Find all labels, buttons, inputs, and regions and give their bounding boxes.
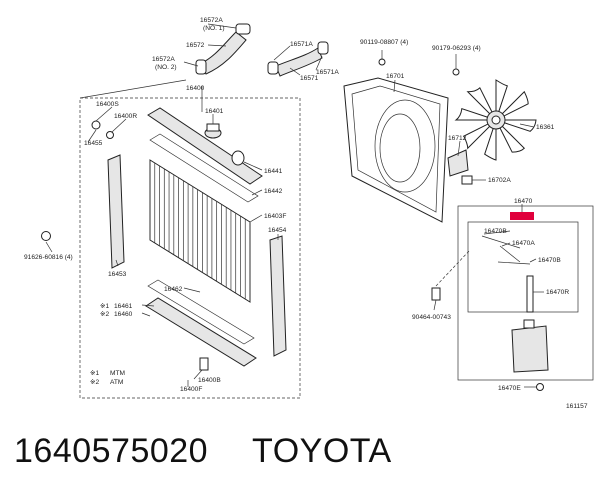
drain-cock-icon <box>199 357 209 371</box>
bolt-91626 <box>41 231 51 241</box>
label-16361: 16361 <box>536 124 555 131</box>
fan-blade <box>466 86 494 115</box>
reservoir-tank-icon <box>511 325 549 373</box>
left-support <box>107 154 125 269</box>
upper-gasket <box>149 133 259 203</box>
label-16572: 16572 <box>186 42 205 49</box>
overflow-hose-16470r <box>526 275 534 313</box>
upper-hose-16572 <box>199 31 247 75</box>
label-91626: 91626-60816 (4) <box>24 254 73 261</box>
caption: 1640575020 TOYOTA <box>14 432 392 478</box>
label-16400f: 16400F <box>180 386 202 393</box>
label-16400s: 16400S <box>96 101 119 108</box>
label-16460: 16460 <box>114 311 133 318</box>
label-16712: 16712 <box>448 135 467 142</box>
fan-blade <box>501 90 529 118</box>
label-16442: 16442 <box>264 188 283 195</box>
hose-clamp-16571a-right <box>317 41 329 55</box>
radiator-core <box>149 159 251 303</box>
fan-blade <box>498 125 525 153</box>
right-support <box>269 235 287 357</box>
label-16470b-2: 16470B <box>538 257 561 264</box>
label-16572a-1: 16572A <box>200 17 223 24</box>
label-16470r: 16470R <box>546 289 569 296</box>
fan-guard <box>447 149 469 177</box>
hose-clamp-16571a-left <box>267 61 279 75</box>
label-16462: 16462 <box>164 286 183 293</box>
part-number: 1640575020 <box>14 432 209 470</box>
upper-tank <box>147 107 263 185</box>
label-16571: 16571 <box>300 75 319 82</box>
label-16470: 16470 <box>514 198 533 205</box>
clip-16702a <box>461 175 473 185</box>
label-16455: 16455 <box>84 140 103 147</box>
label-16454: 16454 <box>268 227 287 234</box>
label-16572a-2: 16572A <box>152 56 175 63</box>
label-no2: (NO. 2) <box>155 64 177 71</box>
label-no1: (NO. 1) <box>203 25 225 32</box>
label-mark2: ※2 <box>100 311 110 318</box>
label-16701: 16701 <box>386 73 405 80</box>
hose-clamp-no2 <box>195 59 207 75</box>
label-16403f: 16403F <box>264 213 286 220</box>
reservoir-hose-frame <box>467 221 579 313</box>
fan-blade <box>495 79 508 113</box>
fan-blade <box>463 122 491 150</box>
label-16470b-1: 16470B <box>484 228 507 235</box>
lower-tank <box>145 297 257 367</box>
clip-16470e <box>536 383 544 391</box>
cap-neck <box>206 123 220 132</box>
part-labels: 16572A (NO. 1) 16572 16572A (NO. 2) 1640… <box>24 17 588 410</box>
highlight-marker <box>510 212 534 220</box>
bolt-16400r <box>106 131 114 139</box>
reservoir-cap <box>523 319 535 329</box>
legend-mark2: ※2 <box>90 379 100 386</box>
legend-mark1: ※1 <box>90 370 100 377</box>
label-16401: 16401 <box>205 108 224 115</box>
label-figure-number: 161157 <box>566 403 588 410</box>
lower-gasket <box>147 279 255 345</box>
label-16400b: 16400B <box>198 377 221 384</box>
label-16453: 16453 <box>108 271 127 278</box>
reservoir-group-frame <box>457 205 594 381</box>
label-16461: 16461 <box>114 303 133 310</box>
legend-atm: ATM <box>110 379 123 386</box>
fan-blade <box>454 108 489 121</box>
cooling-fan <box>454 79 537 161</box>
legend-mtm: MTM <box>110 370 125 377</box>
label-90179: 90179-06293 (4) <box>432 45 481 52</box>
label-16571a-2: 16571A <box>316 69 339 76</box>
brand-name: TOYOTA <box>252 432 392 470</box>
clamp-90464 <box>431 287 441 301</box>
radiator-group-frame <box>79 97 301 399</box>
label-90464: 90464-00743 <box>412 314 451 321</box>
lower-hose-16571 <box>275 47 323 77</box>
label-16400: 16400 <box>186 85 205 92</box>
label-16470e: 16470E <box>498 385 521 392</box>
label-16702a: 16702A <box>488 177 511 184</box>
label-16470a: 16470A <box>512 240 535 247</box>
label-16400r: 16400R <box>114 113 137 120</box>
bolt-90179 <box>452 68 460 76</box>
label-16571a-1: 16571A <box>290 41 313 48</box>
bolt-16400s <box>91 120 101 130</box>
parts-diagram: 16572A (NO. 1) 16572 16572A (NO. 2) 1640… <box>24 17 594 410</box>
label-16441: 16441 <box>264 168 283 175</box>
hose-clamp-no1 <box>235 23 251 35</box>
label-90119: 90119-08807 (4) <box>360 39 408 46</box>
label-mark1: ※1 <box>100 303 110 310</box>
fan-blade <box>484 127 497 161</box>
fan-shroud <box>343 77 449 223</box>
inlet-nozzle <box>231 150 245 166</box>
leader-lines <box>45 23 544 388</box>
fan-blade <box>503 119 537 132</box>
